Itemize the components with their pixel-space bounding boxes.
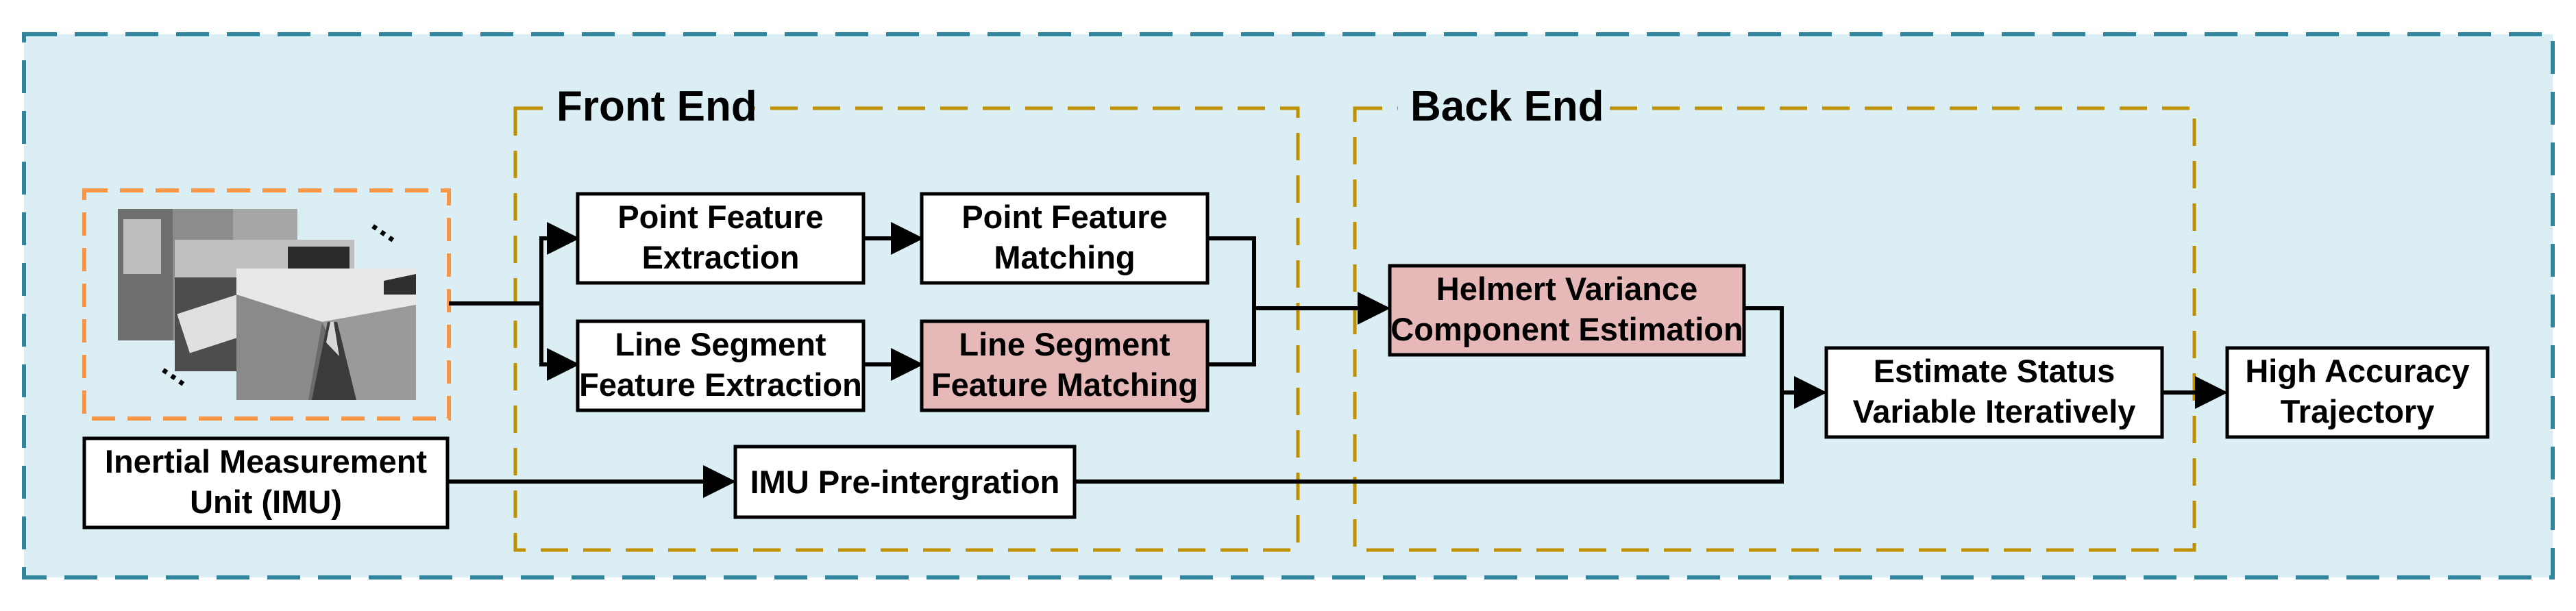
line-matching-line-2: Feature Matching bbox=[931, 366, 1198, 403]
camera-image-stack bbox=[118, 209, 416, 400]
block-line-segment-feature-extraction: Line Segment Feature Extraction bbox=[576, 319, 866, 412]
block-estimate-status: Estimate Status Variable Iteratively bbox=[1824, 346, 2164, 439]
imu-preint-label: IMU Pre-intergration bbox=[750, 464, 1060, 500]
point-matching-line-1: Point Feature bbox=[961, 199, 1167, 235]
point-extraction-line-2: Extraction bbox=[642, 239, 800, 275]
block-imu: Inertial Measurement Unit (IMU) bbox=[82, 436, 450, 529]
block-line-segment-feature-matching: Line Segment Feature Matching bbox=[920, 319, 1210, 412]
line-extraction-line-1: Line Segment bbox=[615, 326, 826, 362]
trajectory-line-1: High Accuracy bbox=[2245, 353, 2469, 389]
line-point-matching-merge bbox=[1207, 236, 1256, 366]
front-end-group bbox=[513, 106, 1300, 552]
point-matching-line-2: Matching bbox=[994, 239, 1135, 275]
helmert-line-2: Component Estimation bbox=[1390, 311, 1743, 347]
back-end-group bbox=[1353, 106, 2196, 552]
front-end-title-gap bbox=[547, 82, 752, 134]
line-matching-line-1: Line Segment bbox=[959, 326, 1170, 362]
block-imu-preintegration: IMU Pre-intergration bbox=[733, 445, 1077, 519]
arrow-input-to-line-extraction bbox=[539, 303, 580, 381]
line-helmert-to-fusion bbox=[1744, 306, 1784, 392]
back-end-title: Back End bbox=[1410, 83, 1604, 130]
line-extraction-line-2: Feature Extraction bbox=[579, 366, 862, 403]
block-point-feature-matching: Point Feature Matching bbox=[920, 192, 1210, 285]
block-high-accuracy-trajectory: High Accuracy Trajectory bbox=[2225, 346, 2490, 439]
imu-line-1: Inertial Measurement bbox=[105, 443, 428, 479]
block-point-feature-extraction: Point Feature Extraction bbox=[576, 192, 866, 285]
back-end-title-gap bbox=[1398, 82, 1604, 134]
estimate-line-1: Estimate Status bbox=[1874, 353, 2115, 389]
point-extraction-line-1: Point Feature bbox=[617, 199, 823, 235]
block-helmert-variance: Helmert Variance Component Estimation bbox=[1388, 264, 1746, 357]
helmert-line-1: Helmert Variance bbox=[1436, 271, 1697, 307]
imu-line-2: Unit (IMU) bbox=[190, 484, 342, 520]
front-end-title: Front End bbox=[556, 83, 757, 130]
estimate-line-2: Variable Iteratively bbox=[1853, 393, 2136, 429]
trajectory-line-2: Trajectory bbox=[2281, 393, 2435, 429]
arrow-input-to-point-extraction bbox=[449, 222, 580, 306]
line-preintegration-to-fusion bbox=[1075, 392, 1784, 484]
connectors bbox=[447, 222, 2228, 498]
